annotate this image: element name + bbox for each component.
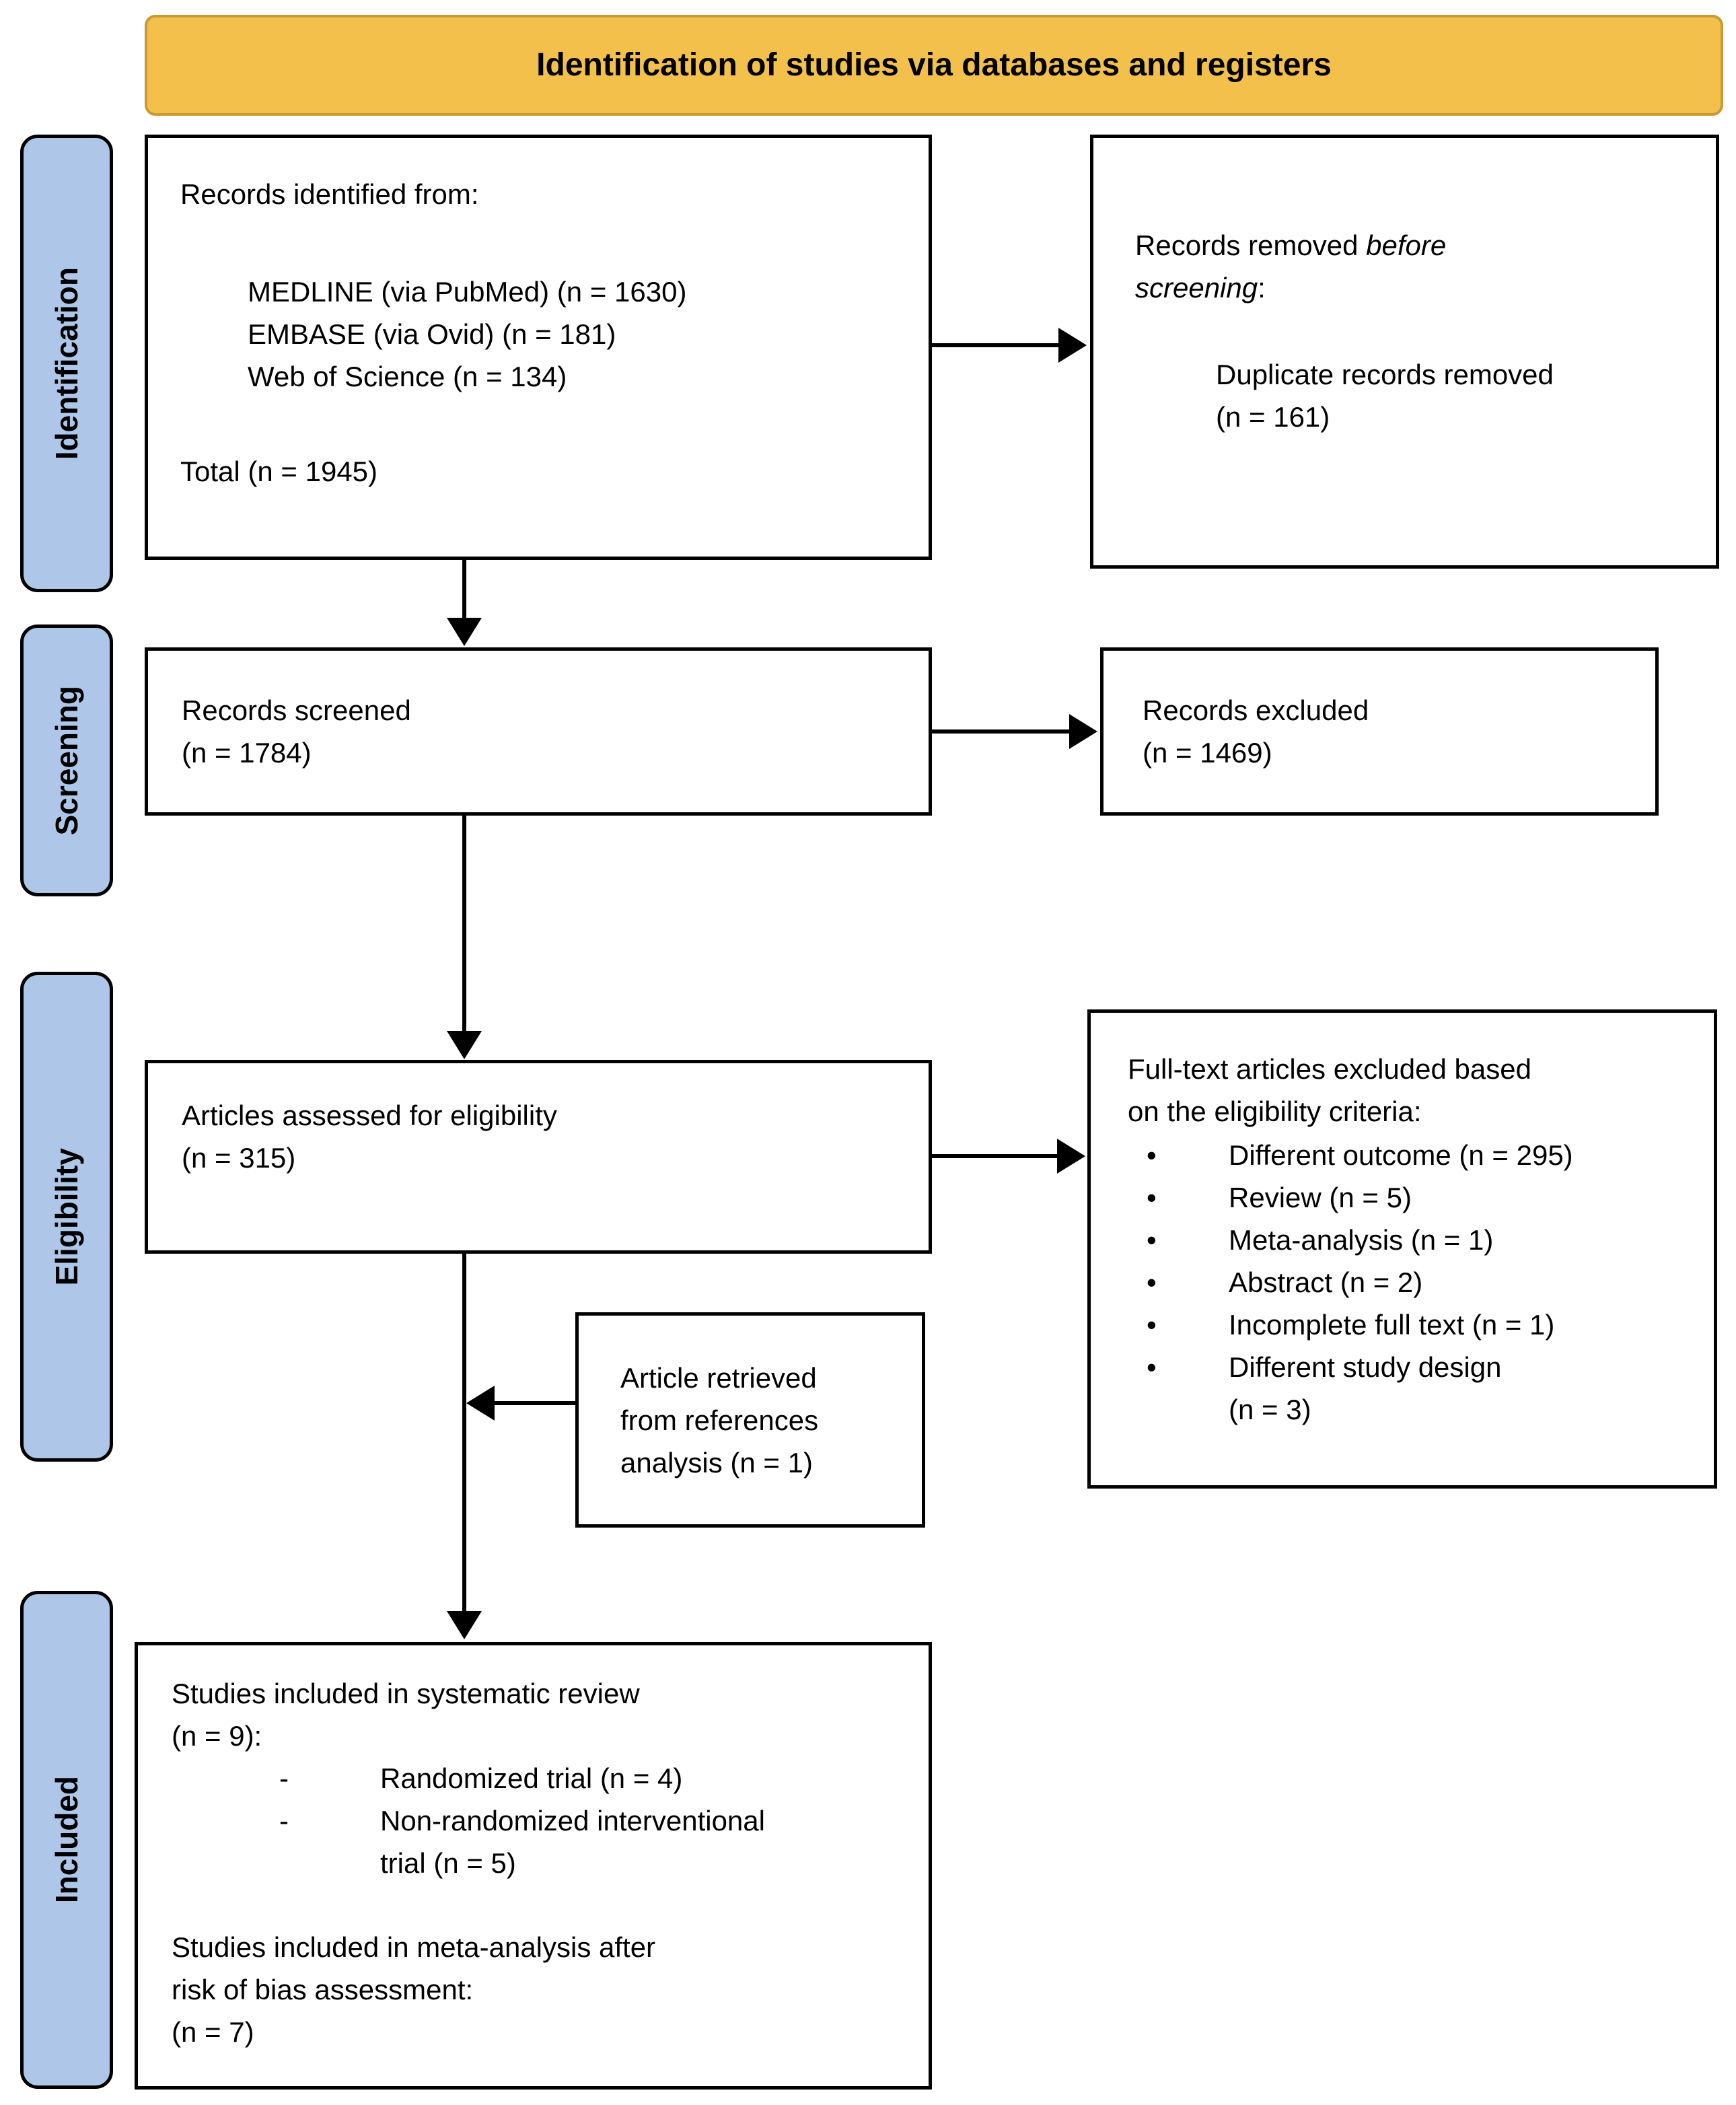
arrow-retrieved-to-flow-line xyxy=(492,1401,575,1405)
stage-label-identification-text: Identification xyxy=(49,266,84,460)
arrow-right-icon xyxy=(1058,328,1087,363)
banner: Identification of studies via databases … xyxy=(145,15,1723,116)
stage-label-identification: Identification xyxy=(20,135,113,592)
records-identified-databases: MEDLINE (via PubMed) (n = 1630) EMBASE (… xyxy=(248,271,908,398)
stage-label-screening-text: Screening xyxy=(49,685,84,836)
meta-analysis-line1: Studies included in meta-analysis after xyxy=(172,1931,656,1963)
stage-label-included: Included xyxy=(20,1591,113,2089)
study-type-line2: trial (n = 5) xyxy=(380,1847,516,1879)
arrow-left-icon xyxy=(466,1386,495,1421)
stage-label-included-text: Included xyxy=(49,1776,84,1904)
arrow-screened-to-excluded-line xyxy=(932,729,1072,734)
article-retrieved-text: Article retrieved from references analys… xyxy=(620,1361,819,1478)
articles-assessed-line2: (n = 315) xyxy=(182,1142,296,1174)
study-type: Non-randomized interventional trial (n = … xyxy=(172,1799,908,1884)
study-type-line1: Randomized trial (n = 4) xyxy=(380,1762,683,1794)
records-removed-italic-1: before xyxy=(1366,229,1447,261)
arrow-right-icon xyxy=(1057,1139,1085,1174)
box-article-retrieved: Article retrieved from references analys… xyxy=(575,1312,925,1528)
database-item: MEDLINE (via PubMed) (n = 1630) xyxy=(248,276,687,308)
records-removed-italic-2: screening xyxy=(1135,272,1258,304)
records-removed-heading: Records removed before screening: xyxy=(1135,224,1696,309)
exclusion-reason: Meta-analysis (n = 1) xyxy=(1128,1219,1694,1261)
studies-included-line2: (n = 9): xyxy=(172,1720,262,1752)
fulltext-excluded-heading-line1: Full-text articles excluded based xyxy=(1128,1053,1531,1085)
stage-label-screening: Screening xyxy=(20,625,113,896)
records-excluded-line2: (n = 1469) xyxy=(1143,737,1272,769)
study-type: Randomized trial (n = 4) xyxy=(172,1757,908,1799)
arrow-down-icon xyxy=(447,1031,482,1059)
records-excluded-line1: Records excluded xyxy=(1143,694,1369,726)
box-records-screened: Records screened (n = 1784) xyxy=(145,647,932,816)
meta-analysis-line2: risk of bias assessment: xyxy=(172,1974,474,2005)
records-removed-suffix: : xyxy=(1258,272,1266,304)
arrow-assessed-to-included-line xyxy=(462,1254,466,1615)
database-item: Web of Science (n = 134) xyxy=(248,361,567,392)
records-identified-intro: Records identified from: xyxy=(180,178,479,210)
study-type-line1: Non-randomized interventional xyxy=(380,1805,765,1836)
exclusion-reason: Different outcome (n = 295) xyxy=(1128,1134,1694,1176)
meta-analysis-line3: (n = 7) xyxy=(172,2016,254,2048)
arrow-right-icon xyxy=(1069,714,1097,749)
records-removed-detail-line1: Duplicate records removed xyxy=(1216,359,1554,390)
fulltext-excluded-heading-line2: on the eligibility criteria: xyxy=(1128,1096,1422,1127)
box-records-removed: Records removed before screening: Duplic… xyxy=(1090,135,1719,569)
meta-analysis-note: Studies included in meta-analysis after … xyxy=(172,1926,908,2053)
articles-assessed-line1: Articles assessed for eligibility xyxy=(182,1100,557,1131)
box-fulltext-excluded: Full-text articles excluded based on the… xyxy=(1087,1009,1717,1489)
exclusion-reason: Different study design xyxy=(1128,1346,1694,1388)
arrow-identified-to-removed-line xyxy=(932,343,1061,347)
records-screened-line1: Records screened xyxy=(182,694,411,726)
database-item: EMBASE (via Ovid) (n = 181) xyxy=(248,318,616,350)
studies-included-line1: Studies included in systematic review xyxy=(172,1678,640,1709)
records-screened-line2: (n = 1784) xyxy=(182,737,312,769)
exclusion-reason: Incomplete full text (n = 1) xyxy=(1128,1304,1694,1346)
arrow-down-icon xyxy=(447,1611,482,1639)
box-articles-assessed: Articles assessed for eligibility (n = 3… xyxy=(145,1060,932,1254)
arrow-identified-to-screened-line xyxy=(462,560,466,622)
records-removed-prefix: Records removed xyxy=(1135,229,1367,261)
exclusion-reason-list: Different outcome (n = 295) Review (n = … xyxy=(1128,1134,1694,1388)
stage-label-eligibility: Eligibility xyxy=(20,972,113,1462)
records-removed-detail-line2: (n = 161) xyxy=(1216,401,1330,433)
arrow-screened-to-assessed-line xyxy=(462,816,466,1035)
study-type-list: Randomized trial (n = 4) Non-randomized … xyxy=(172,1757,908,1884)
box-studies-included: Studies included in systematic review (n… xyxy=(135,1642,932,2090)
arrow-assessed-to-fulltext-line xyxy=(932,1154,1060,1158)
stage-label-eligibility-text: Eligibility xyxy=(49,1147,84,1286)
box-records-identified: Records identified from: MEDLINE (via Pu… xyxy=(145,135,932,560)
records-removed-detail: Duplicate records removed (n = 161) xyxy=(1216,353,1696,438)
records-identified-total: Total (n = 1945) xyxy=(180,456,378,487)
banner-title: Identification of studies via databases … xyxy=(536,47,1332,83)
exclusion-reason: Abstract (n = 2) xyxy=(1128,1261,1694,1304)
exclusion-reason: Review (n = 5) xyxy=(1128,1176,1694,1219)
box-records-excluded: Records excluded (n = 1469) xyxy=(1100,647,1659,816)
exclusion-reason-continuation: (n = 3) xyxy=(1229,1394,1311,1425)
arrow-down-icon xyxy=(447,618,482,646)
